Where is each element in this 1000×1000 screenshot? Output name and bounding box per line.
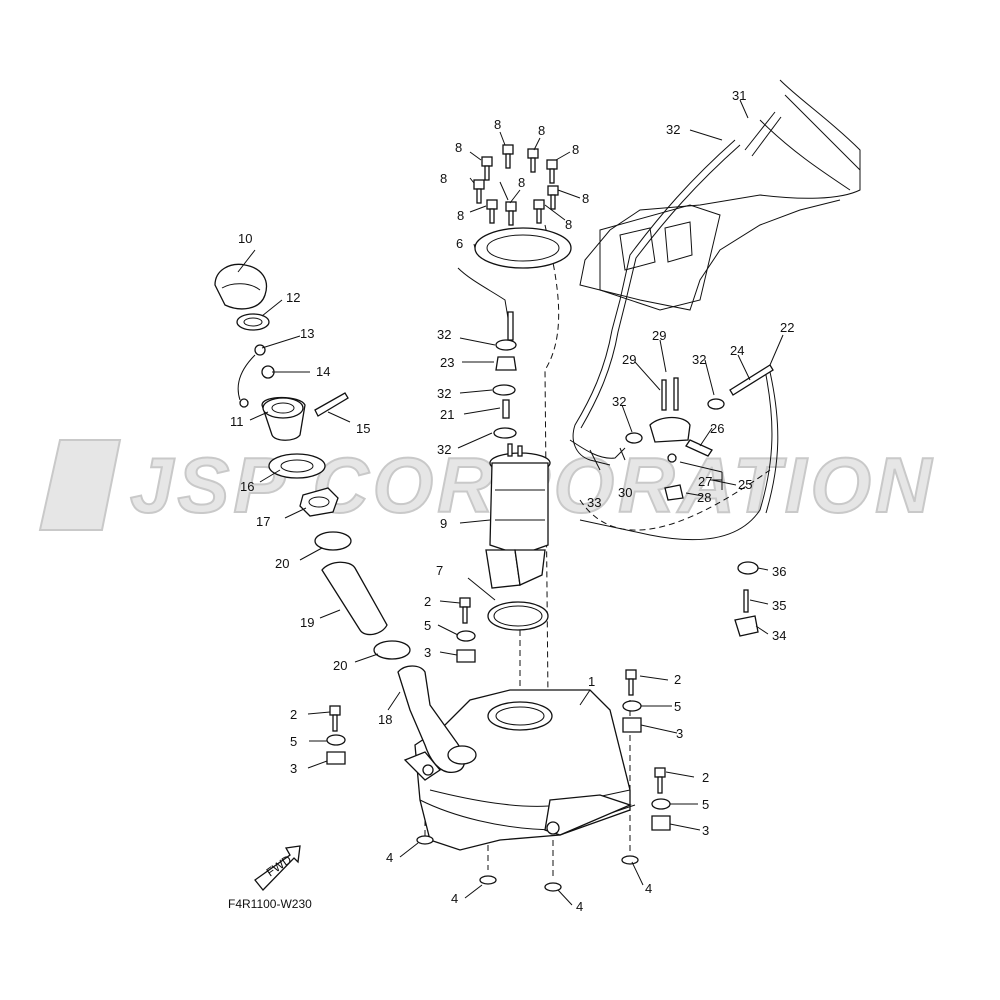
callout-8: 8 bbox=[457, 208, 464, 223]
callout-17: 17 bbox=[256, 514, 270, 529]
callout-27: 27 bbox=[698, 474, 712, 489]
callout-8: 8 bbox=[538, 123, 545, 138]
callout-8: 8 bbox=[565, 217, 572, 232]
callout-14: 14 bbox=[316, 364, 330, 379]
callout-22: 22 bbox=[780, 320, 794, 335]
mount-hardware bbox=[326, 597, 671, 892]
callout-36: 36 bbox=[772, 564, 786, 579]
callout-15: 15 bbox=[356, 421, 370, 436]
callout-6: 6 bbox=[456, 236, 463, 251]
callout-11: 11 bbox=[230, 414, 244, 429]
fuel-tank bbox=[403, 689, 636, 851]
callout-32: 32 bbox=[437, 386, 451, 401]
callout-29: 29 bbox=[652, 328, 666, 343]
watermark-logo-icon bbox=[38, 439, 122, 531]
fuel-pump-body bbox=[489, 462, 549, 556]
callout-16: 16 bbox=[240, 479, 254, 494]
callout-28: 28 bbox=[697, 490, 711, 505]
callout-5: 5 bbox=[702, 797, 709, 812]
callout-8: 8 bbox=[455, 140, 462, 155]
callout-4: 4 bbox=[645, 881, 652, 896]
callout-31: 31 bbox=[732, 88, 746, 103]
callout-26: 26 bbox=[710, 421, 724, 436]
callout-3: 3 bbox=[702, 823, 709, 838]
callout-32: 32 bbox=[666, 122, 680, 137]
diagram-code: F4R1100-W230 bbox=[228, 897, 312, 911]
callout-10: 10 bbox=[238, 231, 252, 246]
callout-35: 35 bbox=[772, 598, 786, 613]
fwd-arrow-icon: FWD bbox=[254, 845, 301, 891]
callout-2: 2 bbox=[702, 770, 709, 785]
callout-19: 19 bbox=[300, 615, 314, 630]
callout-34: 34 bbox=[772, 628, 786, 643]
callout-labels: 1 2 2 2 2 3 3 3 3 4 4 4 4 5 5 5 5 6 7 8 … bbox=[230, 88, 794, 914]
callout-29: 29 bbox=[622, 352, 636, 367]
callout-2: 2 bbox=[290, 707, 297, 722]
callout-32: 32 bbox=[612, 394, 626, 409]
callout-24: 24 bbox=[730, 343, 744, 358]
callout-32: 32 bbox=[437, 327, 451, 342]
leader-lines bbox=[237, 99, 784, 906]
callout-21: 21 bbox=[440, 407, 454, 422]
callout-8: 8 bbox=[440, 171, 447, 186]
callout-30: 30 bbox=[618, 485, 632, 500]
filler-neck-assembly bbox=[214, 263, 477, 773]
callout-9: 9 bbox=[440, 516, 447, 531]
callout-2: 2 bbox=[424, 594, 431, 609]
fuel-pump-assembly bbox=[457, 227, 572, 631]
callout-20: 20 bbox=[333, 658, 347, 673]
hull-section-drawing bbox=[579, 79, 861, 311]
callout-32: 32 bbox=[437, 442, 451, 457]
callout-4: 4 bbox=[386, 850, 393, 865]
watermark: JSP CORPORATION bbox=[38, 439, 932, 531]
callout-5: 5 bbox=[290, 734, 297, 749]
callout-3: 3 bbox=[676, 726, 683, 741]
callout-2: 2 bbox=[674, 672, 681, 687]
callout-4: 4 bbox=[451, 891, 458, 906]
callout-23: 23 bbox=[440, 355, 454, 370]
callout-5: 5 bbox=[674, 699, 681, 714]
callout-8: 8 bbox=[582, 191, 589, 206]
bolt-set bbox=[473, 144, 559, 226]
callout-8: 8 bbox=[572, 142, 579, 157]
callout-7: 7 bbox=[436, 563, 443, 578]
small-parts-right bbox=[625, 377, 759, 637]
hose-lines bbox=[569, 139, 779, 541]
callout-1: 1 bbox=[588, 674, 595, 689]
callout-5: 5 bbox=[424, 618, 431, 633]
callout-4: 4 bbox=[576, 899, 583, 914]
callout-3: 3 bbox=[290, 761, 297, 776]
filler-cap-icon bbox=[214, 263, 268, 310]
callout-32: 32 bbox=[692, 352, 706, 367]
callout-12: 12 bbox=[286, 290, 300, 305]
callout-3: 3 bbox=[424, 645, 431, 660]
callout-20: 20 bbox=[275, 556, 289, 571]
filler-hose bbox=[321, 561, 388, 636]
callout-18: 18 bbox=[378, 712, 392, 727]
callout-25: 25 bbox=[738, 477, 752, 492]
callout-8: 8 bbox=[518, 175, 525, 190]
callout-33: 33 bbox=[587, 495, 601, 510]
callout-8: 8 bbox=[494, 117, 501, 132]
callout-13: 13 bbox=[300, 326, 314, 341]
